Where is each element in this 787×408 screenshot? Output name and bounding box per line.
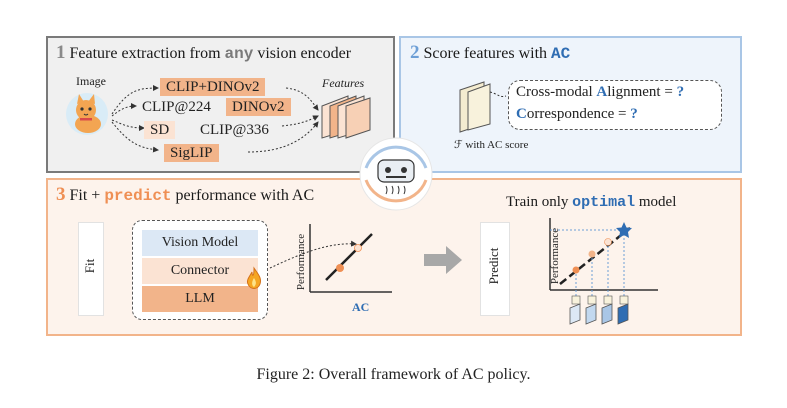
layer-connector: Connector: [142, 258, 258, 284]
predict-label: Predict: [486, 247, 501, 285]
scored-feature-icon: [459, 81, 507, 133]
feature-icons-row: [569, 295, 629, 325]
encoder-clip-dinov2: CLIP+DINOv2: [160, 78, 266, 96]
encoder-clip224: CLIP@224: [142, 99, 211, 115]
layer-vision-model: Vision Model: [142, 230, 258, 256]
robot-icon: [359, 137, 433, 211]
encoder-arrows: [111, 85, 159, 153]
encoder-dinov2: DINOv2: [226, 98, 291, 116]
cat-image-icon: [66, 93, 108, 135]
fit-label-box: [78, 222, 104, 316]
big-arrow-icon: [424, 246, 462, 274]
encoder-clip336: CLIP@336: [200, 122, 269, 138]
fit-y-axis-label: Performance: [295, 233, 307, 291]
fit-label: Fit: [82, 258, 97, 274]
panel2-title: 2 Score features with AC: [410, 42, 571, 63]
train-optimal-title: Train only optimal model: [506, 194, 677, 211]
predict-chart: [549, 218, 658, 325]
fire-icon: [247, 266, 261, 289]
score-label: ℱ with AC score: [454, 139, 529, 151]
figure-caption: Figure 2: Overall framework of AC policy…: [256, 366, 531, 383]
fit-chart: [269, 224, 392, 293]
image-label: Image: [76, 74, 106, 88]
fit-x-axis-label: AC: [352, 300, 370, 314]
predict-y-axis-label: Performance: [549, 227, 561, 285]
correspondence-line: Correspondence = ?: [516, 106, 638, 122]
panel1-title: 1 Feature extraction from any vision enc…: [56, 42, 352, 63]
ac-score-bubble: [508, 80, 722, 130]
encoder-siglip: SigLIP: [164, 144, 219, 162]
panel3-title: 3 Fit + predict performance with AC: [56, 184, 315, 205]
predict-label-box: [480, 222, 510, 316]
feature-arrows: [247, 87, 319, 153]
features-label: Features: [322, 76, 365, 90]
feature-stack-icon: [321, 95, 371, 139]
alignment-line: Cross-modal Alignment = ?: [516, 84, 685, 100]
encoder-sd: SD: [144, 121, 176, 139]
layer-llm: LLM: [142, 286, 258, 312]
